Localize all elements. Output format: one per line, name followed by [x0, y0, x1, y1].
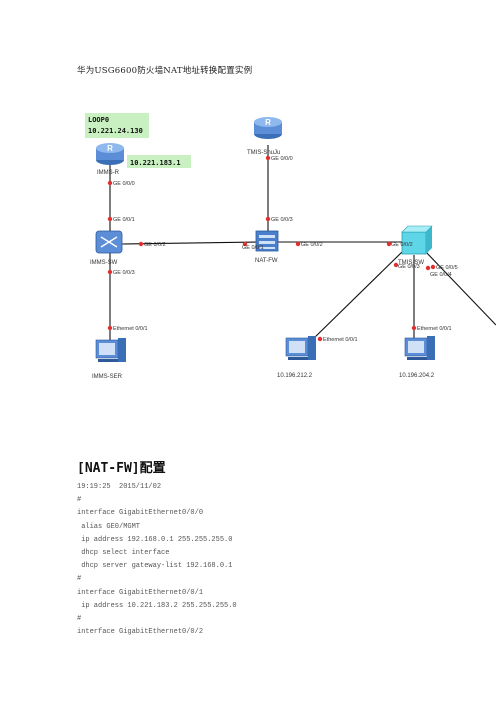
config-line: dhcp select interface	[77, 549, 170, 558]
port-dots	[107, 155, 436, 342]
link-tsw-offpage	[423, 249, 496, 326]
pc1-label: 10.196.212.2	[277, 373, 313, 379]
config-line: #	[77, 496, 82, 505]
firewall-icon	[255, 230, 279, 252]
tmis-sw-label: TMIS-SW	[398, 260, 424, 266]
computer-icon	[404, 336, 435, 360]
port-label: GE 0/0/2	[301, 242, 323, 248]
link-tsw-pc1	[311, 251, 403, 341]
imms-ser-label: IMMS-SER	[92, 374, 123, 380]
router-ip-note: 10.221.183.1	[127, 155, 191, 168]
port-label: GE 0/0/2	[144, 242, 166, 248]
config-line: #	[77, 575, 82, 584]
port-label: Ethernet 0/0/1	[417, 326, 452, 332]
port-label: GE 0/0/1	[242, 245, 264, 251]
port-label: GE 0/0/0	[113, 181, 135, 187]
config-line: ip address 192.168.0.1 255.255.255.0	[77, 535, 233, 544]
router-icon: R	[254, 117, 282, 139]
config-block: 19:19:25 2015/11/02 # interface GigabitE…	[77, 481, 237, 639]
port-label: GE 0/0/1	[113, 217, 135, 223]
port-label: GE 0/0/2	[391, 242, 413, 248]
loop0-label: LOOP0	[88, 116, 109, 124]
link-sw-fw	[121, 241, 257, 245]
section-title: [NAT-FW]配置	[77, 461, 166, 476]
router-ip-label: 10.221.183.1	[130, 159, 181, 167]
port-label: GE 0/0/0	[271, 156, 293, 162]
port-label: Ethernet 0/0/1	[113, 326, 148, 332]
document-title: 华为USG6600防火墙NAT地址转换配置实例	[77, 66, 253, 76]
config-line: alias GE0/MGMT	[77, 522, 141, 531]
loop0-note: LOOP0 10.221.24.130	[85, 113, 149, 138]
computer-icon	[285, 336, 316, 360]
config-line: interface GigabitEthernet0/0/1	[77, 588, 204, 597]
config-line: ip address 10.221.183.2 255.255.255.0	[77, 601, 237, 610]
computer-icon	[95, 338, 126, 362]
tmis-shuju-label: TMIS-ShuJu	[247, 150, 280, 156]
pc2-label: 10.196.204.2	[399, 373, 435, 379]
config-line: #	[77, 615, 82, 624]
config-line: interface GigabitEthernet0/0/2	[77, 628, 204, 637]
port-label: GE 0/0/5	[436, 265, 458, 271]
port-label: GE 0/0/3	[271, 217, 293, 223]
port-label: GE 0/0/3	[398, 264, 420, 270]
loop0-ip: 10.221.24.130	[88, 127, 143, 135]
config-line: interface GigabitEthernet0/0/0	[77, 509, 204, 518]
imms-sw-label: IMMS-SW	[90, 260, 118, 266]
switch-icon	[401, 225, 433, 255]
svg-text:R: R	[265, 118, 271, 127]
switch-icon	[95, 230, 123, 254]
port-label: GE 0/0/4	[430, 272, 452, 278]
nat-fw-label: NAT-FW	[255, 258, 278, 264]
port-label: GE 0/0/3	[113, 270, 135, 276]
config-line: 19:19:25 2015/11/02	[77, 483, 162, 491]
svg-text:R: R	[107, 144, 113, 153]
config-line: dhcp server gateway-list 192.168.0.1	[77, 562, 233, 571]
imms-r-label: IMMS-R	[97, 170, 120, 176]
port-label: Ethernet 0/0/1	[323, 337, 358, 343]
network-topology-diagram: LOOP0 10.221.24.130 10.221.183.1 R IMMS-…	[85, 113, 496, 380]
router-icon: R	[96, 143, 124, 165]
